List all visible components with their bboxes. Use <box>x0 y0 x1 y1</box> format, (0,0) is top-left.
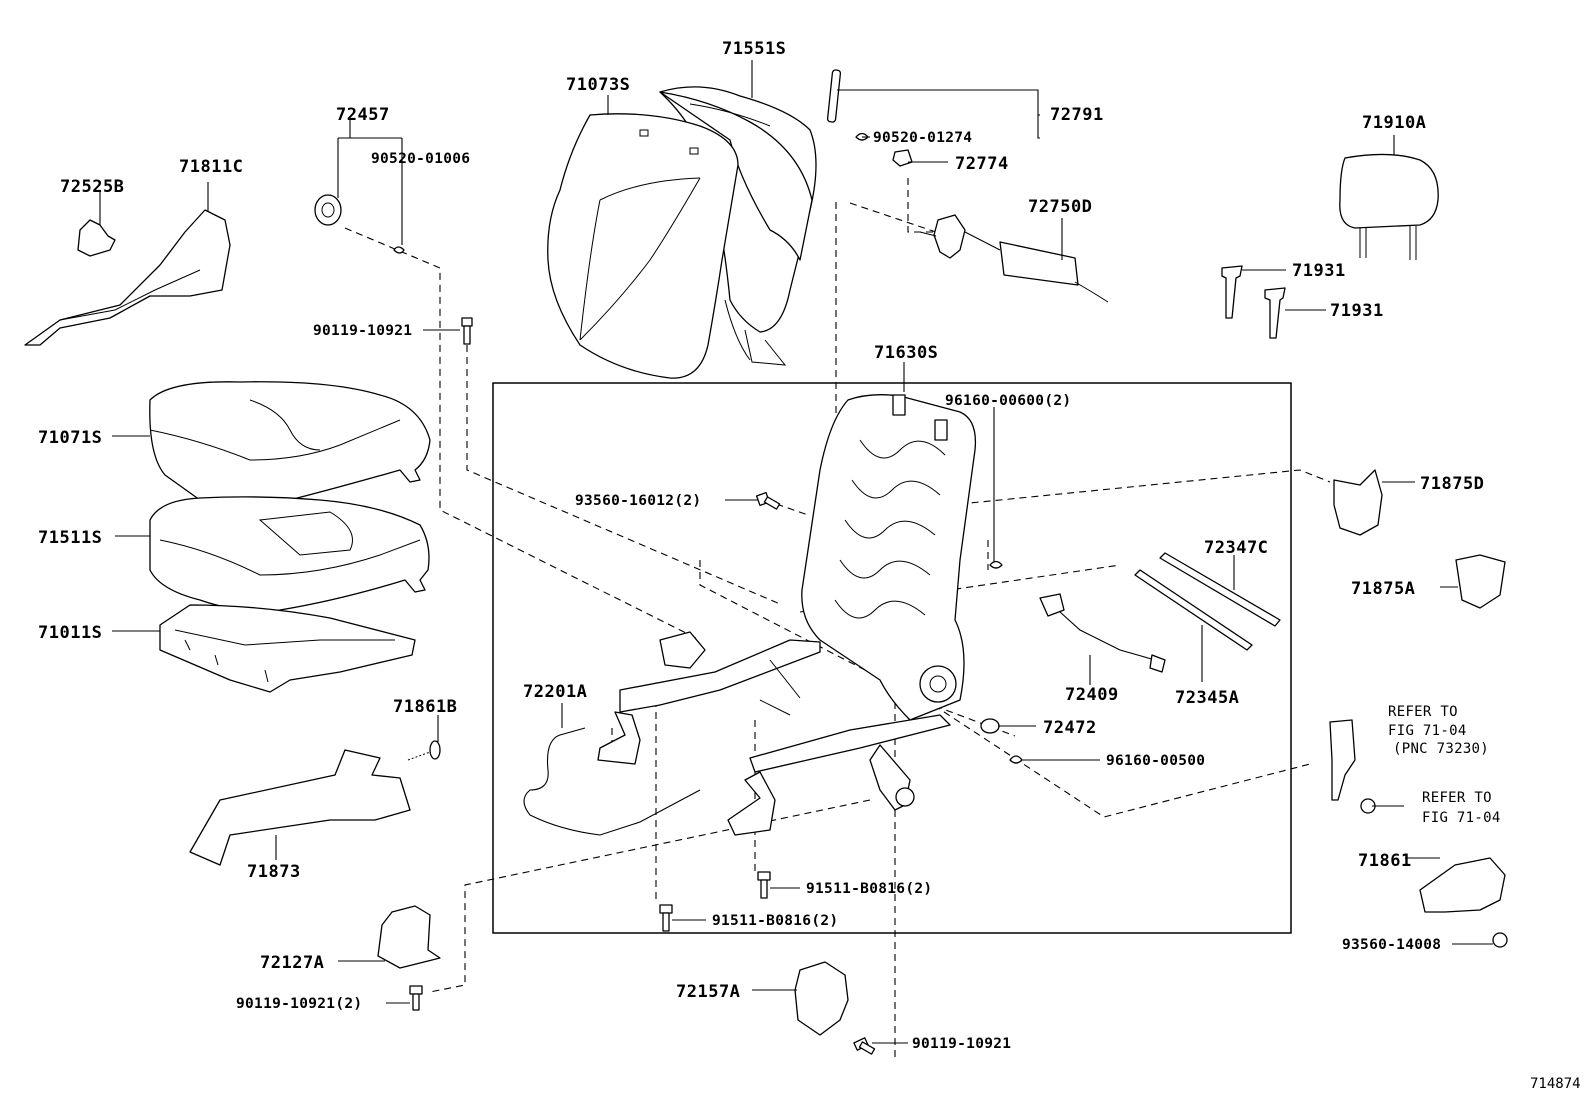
cover-71873[interactable] <box>189 749 411 866</box>
refer-note-2-line-1: REFER TO <box>1422 790 1492 806</box>
label-72750D[interactable]: 72750D <box>1028 197 1092 217</box>
cover-72157A[interactable] <box>794 961 849 1036</box>
cover-71875A[interactable] <box>1455 554 1506 609</box>
seat-cushion-pad-71071S[interactable] <box>149 381 431 508</box>
label-72127A[interactable]: 72127A <box>260 953 324 973</box>
bolt-90119-10921-2[interactable] <box>409 985 423 1011</box>
leader-lines <box>99 60 1493 1044</box>
label-71875A[interactable]: 71875A <box>1351 579 1415 599</box>
nut-72774[interactable] <box>892 149 913 167</box>
clip-96160-00600[interactable] <box>989 560 1003 569</box>
rod-72347C[interactable] <box>1159 552 1281 627</box>
bolt-93560-16012[interactable] <box>755 491 781 510</box>
bolt-91511-b0816-b[interactable] <box>757 871 771 899</box>
label-90119-10921-lower[interactable]: 90119-10921 <box>912 1036 1011 1052</box>
figure-number: 714874 <box>1530 1076 1581 1092</box>
refer-note-1-line-3: (PNC 73230) <box>1393 741 1489 757</box>
knob-72457[interactable] <box>314 194 342 226</box>
label-72791[interactable]: 72791 <box>1050 105 1104 125</box>
label-91511-b0816-a[interactable]: 91511-B0816(2) <box>712 913 838 929</box>
label-71511S[interactable]: 71511S <box>38 528 102 548</box>
label-71873[interactable]: 71873 <box>247 862 301 882</box>
pin-72791[interactable] <box>826 69 842 123</box>
label-72525B[interactable]: 72525B <box>60 177 124 197</box>
cover-71861[interactable] <box>1419 857 1506 913</box>
label-71811C[interactable]: 71811C <box>179 157 243 177</box>
label-71011S[interactable]: 71011S <box>38 623 102 643</box>
label-71931-b[interactable]: 71931 <box>1330 301 1384 321</box>
label-93560-16012[interactable]: 93560-16012(2) <box>575 493 701 509</box>
label-96160-00600[interactable]: 96160-00600(2) <box>945 393 1071 409</box>
label-72457[interactable]: 72457 <box>336 105 390 125</box>
label-93560-14008[interactable]: 93560-14008 <box>1342 937 1441 953</box>
refer-note-1-line-2: FIG 71-04 <box>1388 723 1467 739</box>
bolt-90119-10921-upper[interactable] <box>461 317 473 345</box>
seatback-frame-71630S[interactable] <box>801 394 977 721</box>
label-90520-01274[interactable]: 90520-01274 <box>873 130 972 146</box>
label-72472[interactable]: 72472 <box>1043 718 1097 738</box>
label-72157A[interactable]: 72157A <box>676 982 740 1002</box>
label-71861B[interactable]: 71861B <box>393 697 457 717</box>
label-91511-b0816-b[interactable]: 91511-B0816(2) <box>806 881 932 897</box>
lumbar-support-72750D[interactable] <box>919 214 1109 303</box>
refer-note-pnc-73230[interactable]: REFER TO FIG 71-04 (PNC 73230) <box>1388 704 1489 757</box>
bolt-91511-b0816-a[interactable] <box>659 904 673 932</box>
refer-note-1-line-1: REFER TO <box>1388 704 1458 720</box>
pin-71861B[interactable] <box>407 740 441 761</box>
bolt-90119-10921-lower[interactable] <box>853 1037 876 1055</box>
seat-frame-group-box <box>492 382 1292 934</box>
clip-96160-00500[interactable] <box>1009 755 1023 764</box>
clip-90520-01006[interactable] <box>393 246 405 254</box>
nut-72472[interactable] <box>980 718 1000 734</box>
label-72347C[interactable]: 72347C <box>1204 538 1268 558</box>
seat-cushion-frame-71011S[interactable] <box>159 604 416 693</box>
wire-72201A[interactable] <box>523 727 701 836</box>
rod-72345A[interactable] <box>1134 569 1253 651</box>
label-90119-10921-2[interactable]: 90119-10921(2) <box>236 996 362 1012</box>
seat-shield-71811C[interactable] <box>24 209 231 346</box>
label-96160-00500[interactable]: 96160-00500 <box>1106 753 1205 769</box>
label-71071S[interactable]: 71071S <box>38 428 102 448</box>
headrest-support-71931-a[interactable] <box>1221 265 1243 319</box>
headrest-support-71931-b[interactable] <box>1264 287 1286 339</box>
label-72409[interactable]: 72409 <box>1065 685 1119 705</box>
cover-71875D[interactable] <box>1333 469 1383 536</box>
cover-72525B[interactable] <box>77 219 116 257</box>
seat-cushion-cover-71511S[interactable] <box>149 496 430 612</box>
label-90520-01006[interactable]: 90520-01006 <box>371 151 470 167</box>
headrest-71910A[interactable] <box>1339 153 1439 260</box>
seat-belt-buckle[interactable] <box>1329 719 1356 801</box>
label-90119-10921-upper[interactable]: 90119-10921 <box>313 323 412 339</box>
refer-note-2-line-2: FIG 71-04 <box>1422 810 1501 826</box>
label-72201A[interactable]: 72201A <box>523 682 587 702</box>
bolt-93560-14008[interactable] <box>1492 932 1508 948</box>
label-71861[interactable]: 71861 <box>1358 851 1412 871</box>
cover-72127A[interactable] <box>377 905 441 969</box>
seatback-pad-71073S[interactable] <box>547 113 739 379</box>
rod-72409[interactable] <box>1039 593 1166 673</box>
label-72345A[interactable]: 72345A <box>1175 688 1239 708</box>
label-71875D[interactable]: 71875D <box>1420 474 1484 494</box>
refer-note-fig-71-04[interactable]: REFER TO FIG 71-04 <box>1422 790 1501 826</box>
label-71910A[interactable]: 71910A <box>1362 113 1426 133</box>
label-71551S[interactable]: 71551S <box>722 39 786 59</box>
label-71931-a[interactable]: 71931 <box>1292 261 1346 281</box>
seat-adjuster-track[interactable] <box>597 631 951 836</box>
label-72774[interactable]: 72774 <box>955 154 1009 174</box>
label-71073S[interactable]: 71073S <box>566 75 630 95</box>
part-labels: 71551S 71073S 72791 90520-01274 72774 72… <box>38 39 1484 1052</box>
label-71630S[interactable]: 71630S <box>874 343 938 363</box>
